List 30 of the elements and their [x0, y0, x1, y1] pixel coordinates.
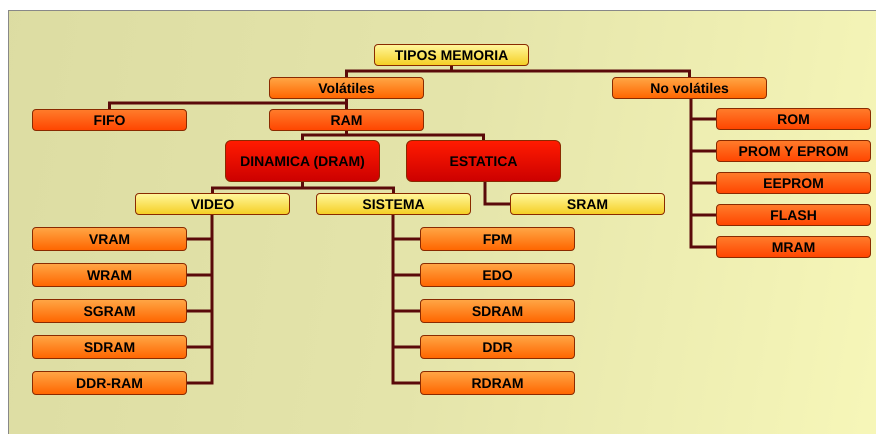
category-box: ROM	[716, 108, 871, 130]
category-box: Volátiles	[269, 77, 424, 99]
category-box: PROM Y EPROM	[716, 140, 871, 162]
category-box: SRAM	[510, 193, 665, 215]
category-box: DDR-RAM	[32, 371, 187, 395]
connector-line	[301, 131, 348, 140]
category-box: VRAM	[32, 227, 187, 251]
connector-line	[484, 182, 510, 206]
category-box: SISTEMA	[316, 193, 471, 215]
category-box: MRAM	[716, 236, 871, 258]
category-box: TIPOS MEMORIA	[374, 44, 529, 66]
category-box: RDRAM	[420, 371, 575, 395]
connector-line	[450, 66, 691, 77]
category-box: EDO	[420, 263, 575, 287]
category-box: DDR	[420, 335, 575, 359]
category-box: No volátiles	[612, 77, 767, 99]
category-box: FIFO	[32, 109, 187, 131]
category-box: FLASH	[716, 204, 871, 226]
category-box: VIDEO	[135, 193, 290, 215]
connector-line	[108, 99, 348, 109]
category-box: EEPROM	[716, 172, 871, 194]
connector-line	[345, 131, 485, 140]
category-box: SGRAM	[32, 299, 187, 323]
category-box: DINAMICA (DRAM)	[225, 140, 380, 182]
category-box: FPM	[420, 227, 575, 251]
category-box: SDRAM	[32, 335, 187, 359]
category-box: SDRAM	[420, 299, 575, 323]
category-box: ESTATICA	[406, 140, 561, 182]
category-box: WRAM	[32, 263, 187, 287]
category-box: RAM	[269, 109, 424, 131]
